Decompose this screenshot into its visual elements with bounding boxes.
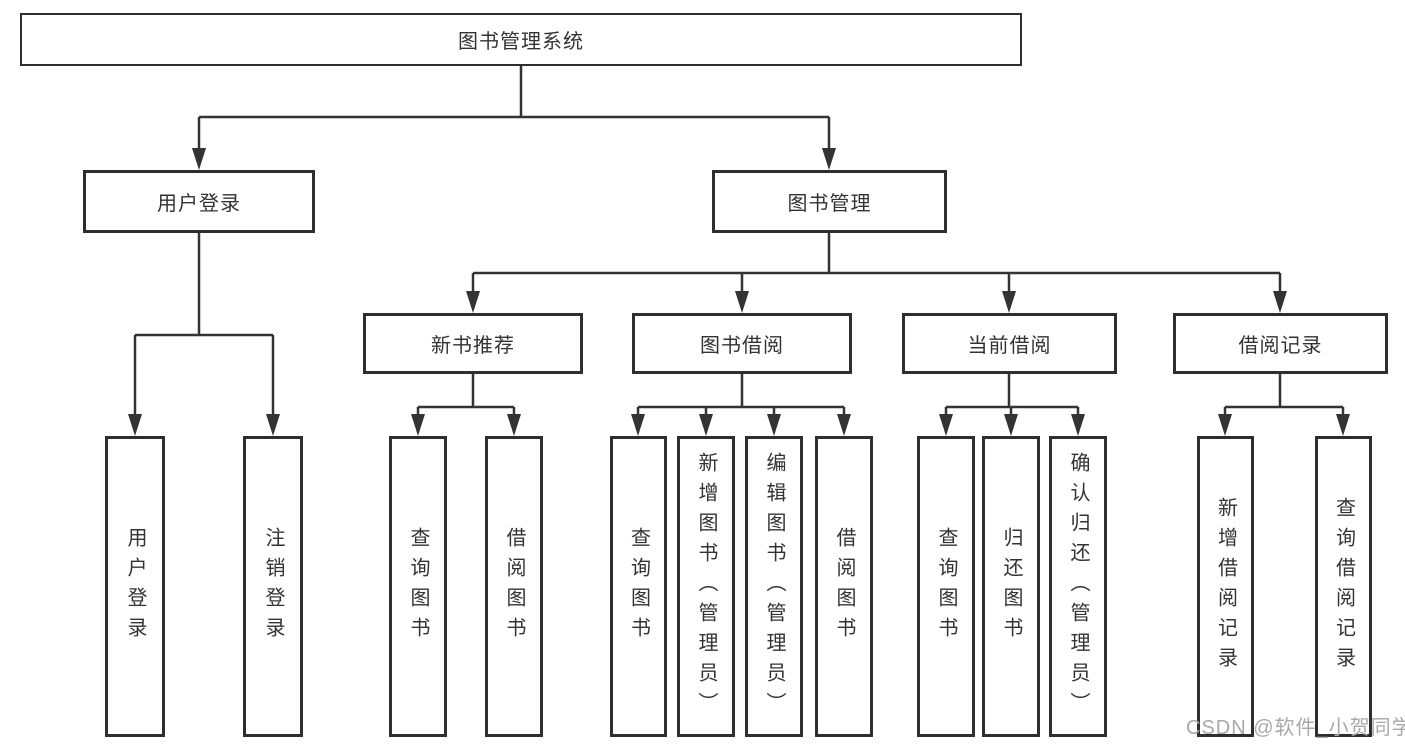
node-label: 图书管理系统 — [458, 31, 584, 53]
node-label: 用户登录 — [157, 193, 241, 215]
leaf-label: 新增图书（管理员） — [695, 451, 717, 722]
leaf-user-login: 用户登录 — [105, 436, 165, 737]
node-new-book-recommendation: 新书推荐 — [363, 313, 583, 374]
leaf-label: 查询图书 — [407, 526, 429, 647]
leaf-logout: 注销登录 — [243, 436, 303, 737]
leaf-label: 查询图书 — [935, 526, 957, 647]
node-library-management-system: 图书管理系统 — [20, 13, 1022, 66]
node-user-login: 用户登录 — [83, 170, 315, 233]
leaf-label: 归还图书 — [1000, 526, 1022, 647]
leaf-return-books: 归还图书 — [982, 436, 1040, 737]
leaf-label: 借阅图书 — [833, 526, 855, 647]
leaf-borrow-books-recommend: 借阅图书 — [485, 436, 543, 737]
leaf-add-borrow-record: 新增借阅记录 — [1197, 436, 1254, 737]
node-book-management: 图书管理 — [712, 170, 947, 233]
leaf-label: 确认归还（管理员） — [1067, 451, 1089, 722]
leaf-query-books-borrowing: 查询图书 — [610, 436, 667, 737]
node-label: 新书推荐 — [431, 335, 515, 357]
node-current-borrowing: 当前借阅 — [902, 313, 1117, 374]
leaf-label: 编辑图书（管理员） — [763, 451, 785, 722]
leaf-add-book-admin: 新增图书（管理员） — [677, 436, 735, 737]
leaf-query-books-recommend: 查询图书 — [389, 436, 447, 737]
node-label: 借阅记录 — [1238, 335, 1323, 357]
leaf-borrow-books-borrowing: 借阅图书 — [815, 436, 873, 737]
leaf-label: 查询图书 — [627, 526, 650, 647]
leaf-query-borrow-record: 查询借阅记录 — [1315, 436, 1372, 737]
leaf-label: 新增借阅记录 — [1214, 496, 1237, 677]
leaf-edit-book-admin: 编辑图书（管理员） — [745, 436, 803, 737]
node-borrowing-records: 借阅记录 — [1173, 313, 1388, 374]
leaf-confirm-return-admin: 确认归还（管理员） — [1049, 436, 1107, 737]
node-label: 当前借阅 — [967, 335, 1052, 357]
leaf-label: 借阅图书 — [503, 526, 525, 647]
arrowheads — [128, 148, 1350, 436]
leaf-label: 查询借阅记录 — [1332, 496, 1355, 677]
leaf-query-books-current: 查询图书 — [917, 436, 975, 737]
leaf-label: 注销登录 — [262, 526, 284, 647]
node-label: 图书借阅 — [700, 335, 784, 357]
node-book-borrowing: 图书借阅 — [632, 313, 852, 374]
leaf-label: 用户登录 — [124, 526, 146, 647]
node-label: 图书管理 — [787, 193, 872, 215]
csdn-watermark: CSDN @软件_小贺同学 — [1186, 717, 1405, 739]
